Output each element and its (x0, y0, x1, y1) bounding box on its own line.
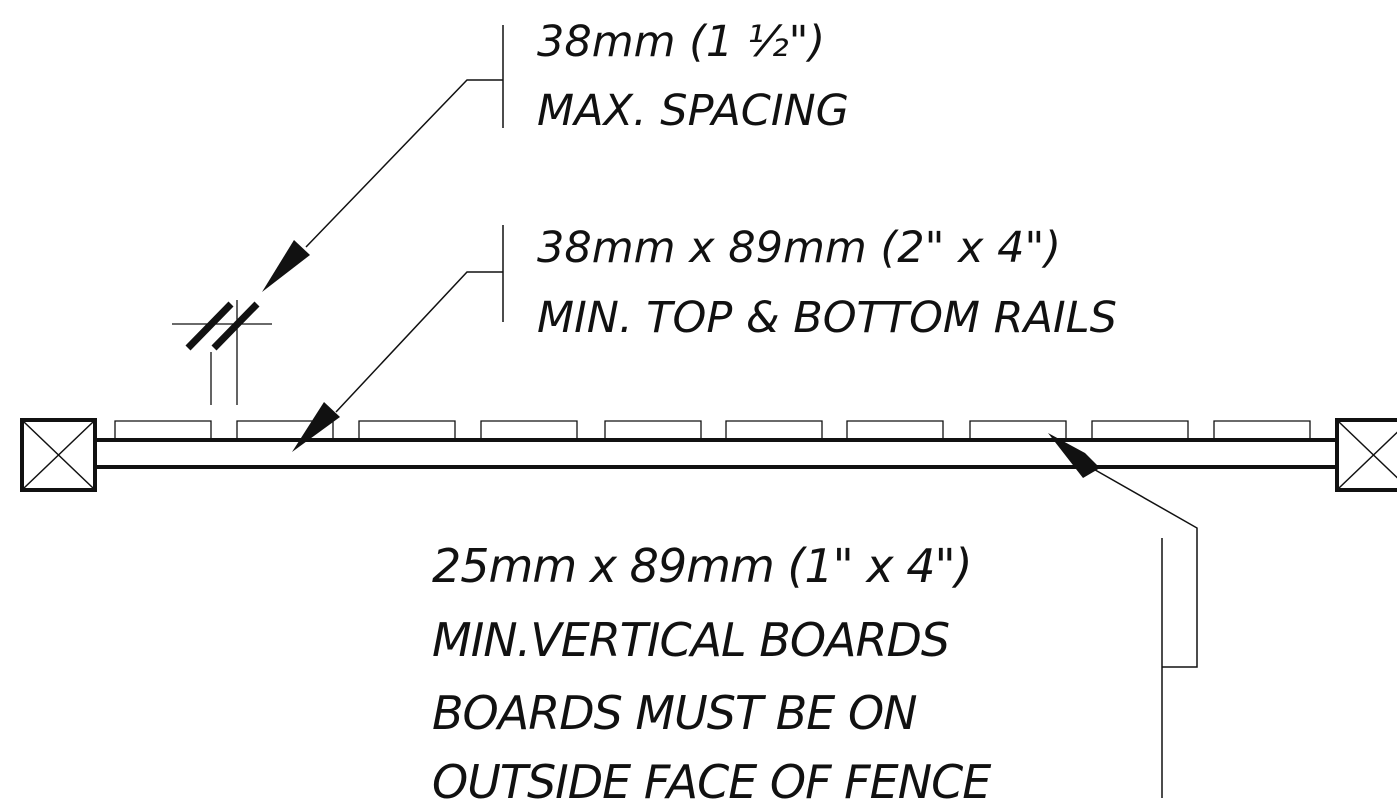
board (1213, 420, 1311, 440)
rails-note-line2: MIN. TOP & BOTTOM RAILS (537, 293, 1117, 343)
boards-note-line1: 25mm x 89mm (1" x 4") (432, 539, 972, 593)
boards-note-line3: BOARDS MUST BE ON (432, 686, 917, 740)
vertical-boards (114, 420, 1311, 440)
board (604, 420, 702, 440)
spacing-note-line2: MAX. SPACING (537, 86, 849, 136)
spacing-dimension (172, 300, 272, 405)
board (725, 420, 823, 440)
left-post (20, 418, 97, 492)
right-post (1335, 418, 1397, 492)
board (1091, 420, 1189, 440)
board (114, 420, 212, 440)
rails-note-line1: 38mm x 89mm (2" x 4") (537, 223, 1061, 273)
spacing-leader (262, 25, 504, 292)
rails (95, 438, 1337, 469)
board (480, 420, 578, 440)
board (846, 420, 944, 440)
board (236, 420, 334, 440)
boards-note-line4: OUTSIDE FACE OF FENCE (432, 755, 991, 807)
boards-leader (1048, 433, 1198, 798)
spacing-note-line1: 38mm (1 ½") (537, 17, 825, 67)
rails-leader (292, 225, 504, 452)
board (969, 420, 1067, 440)
boards-note-line2: MIN.VERTICAL BOARDS (432, 613, 949, 667)
board (358, 420, 456, 440)
